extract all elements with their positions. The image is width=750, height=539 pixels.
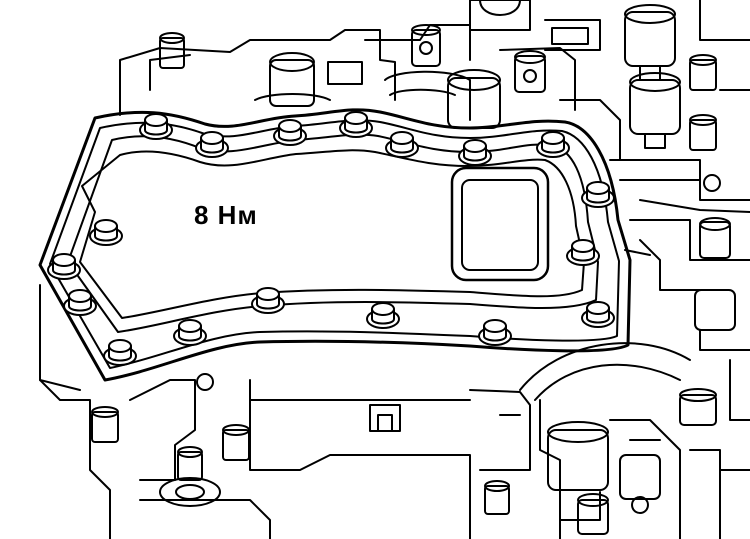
bolt-head: [47, 253, 81, 280]
bolt-head: [173, 319, 207, 346]
bolt-head: [63, 289, 97, 316]
bolt-head: [195, 131, 229, 158]
bolt-head: [273, 119, 307, 146]
torque-label: 8 Нм: [194, 200, 258, 230]
bolt-head: [581, 301, 615, 328]
upper-housing: [119, 0, 621, 161]
bolt-head: [339, 111, 373, 138]
inspection-window: [450, 166, 550, 282]
bolt-head: [366, 302, 400, 329]
bolt-head: [581, 181, 615, 208]
bolt-head: [89, 219, 123, 246]
bolt-head: [478, 319, 512, 346]
bolt-head: [139, 113, 173, 140]
right-housing: [609, 0, 750, 426]
bolt-head: [536, 131, 570, 158]
outer-gasket-edge: [38, 108, 632, 382]
bolt-head: [566, 239, 600, 266]
bolts: [47, 111, 615, 366]
bolt-head: [385, 131, 419, 158]
lower-housing: [39, 284, 750, 539]
bolt-head: [458, 139, 492, 166]
cover-rim: [67, 133, 599, 333]
bolt-head: [103, 339, 137, 366]
inner-gasket-edge: [49, 119, 620, 369]
cover-face: [79, 149, 585, 319]
inspection-window-inner: [461, 179, 539, 271]
bolt-head: [251, 287, 285, 314]
